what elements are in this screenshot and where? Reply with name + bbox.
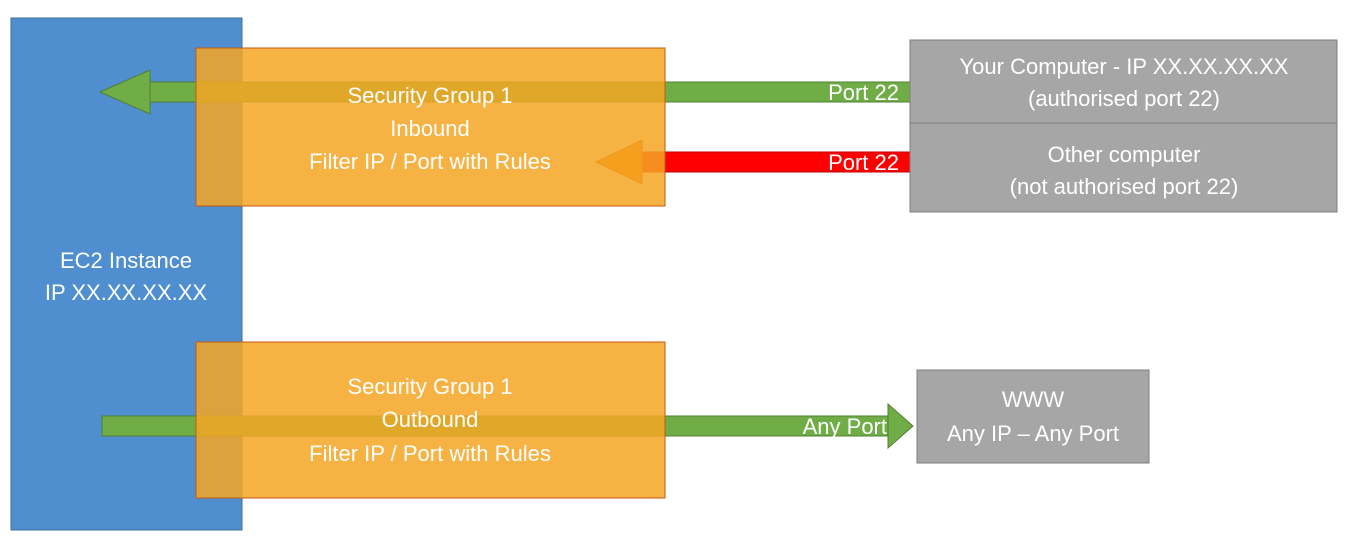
other-computer-box (909, 122, 1338, 213)
www-label-line1: WWW (1002, 387, 1065, 412)
your-computer-label-line2: (authorised port 22) (1028, 86, 1220, 111)
inbound-label-line3: Filter IP / Port with Rules (309, 149, 551, 174)
outbound-label-line3: Filter IP / Port with Rules (309, 441, 551, 466)
other-computer-label-line1: Other computer (1048, 142, 1201, 167)
outbound-label-line2: Outbound (382, 407, 479, 432)
allowed-port-label: Port 22 (828, 80, 899, 105)
blocked-port-label: Port 22 (828, 150, 899, 175)
allowed-arrow-head (98, 69, 151, 115)
inbound-label-line2: Inbound (390, 116, 470, 141)
ec2-label-line1: EC2 Instance (60, 248, 192, 273)
outbound-label-line1: Security Group 1 (347, 374, 512, 399)
other-computer-label-line2: (not authorised port 22) (1010, 174, 1239, 199)
your-computer-label-line1: Your Computer - IP XX.XX.XX.XX (960, 54, 1289, 79)
your-computer-box (909, 39, 1338, 130)
inbound-label-line1: Security Group 1 (347, 83, 512, 108)
outbound-arrow-head (887, 402, 914, 450)
outbound-port-label: Any Port (803, 414, 887, 439)
www-box (916, 369, 1150, 464)
www-label-line2: Any IP – Any Port (947, 421, 1119, 446)
outbound-security-group-box (195, 341, 666, 499)
ec2-label-line2: IP XX.XX.XX.XX (45, 280, 208, 305)
inbound-security-group-box (195, 47, 666, 207)
